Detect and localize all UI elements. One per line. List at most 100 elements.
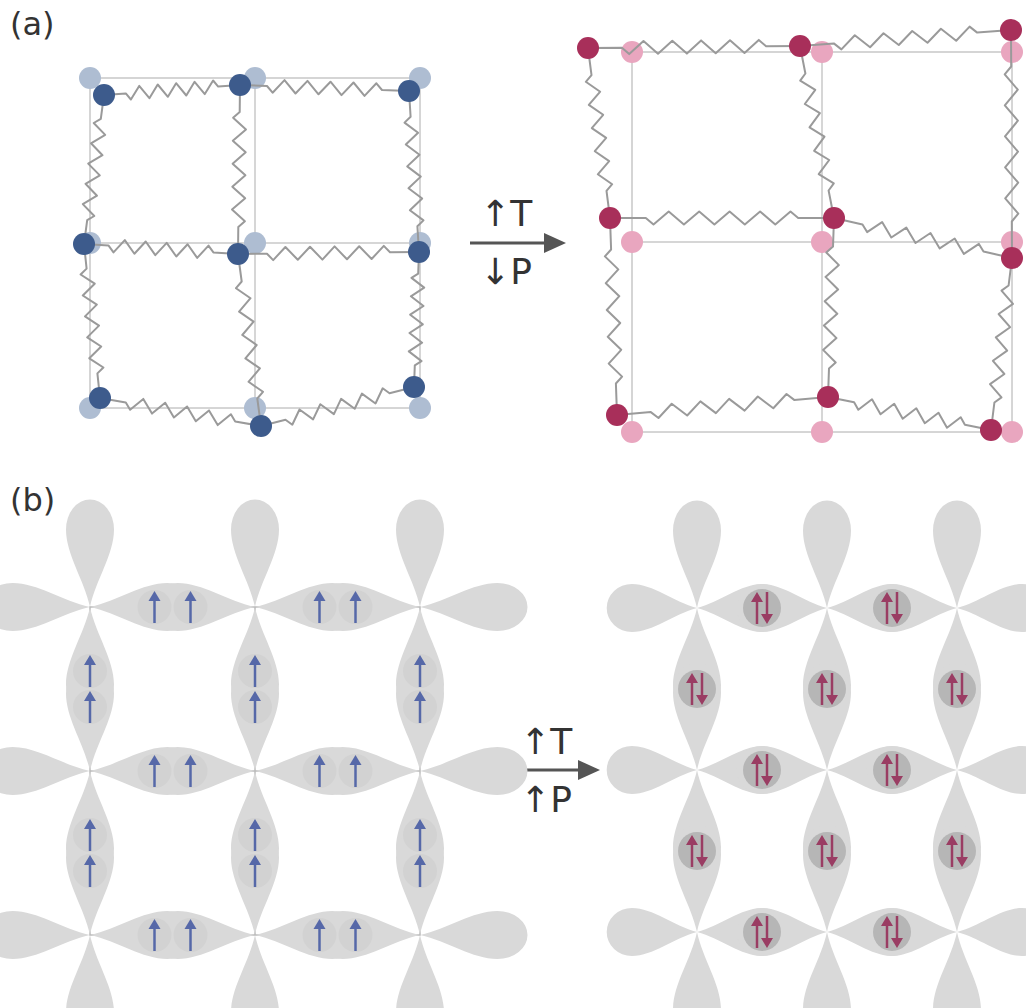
atom: [250, 415, 272, 437]
atom: [599, 207, 621, 229]
p-orbital-lobe: [238, 690, 272, 724]
p-orbital-lobe: [403, 654, 437, 688]
condition-label: ↑T: [520, 724, 572, 760]
atom: [577, 37, 599, 59]
ideal-site: [621, 421, 643, 443]
spin-arrowhead: [84, 655, 96, 665]
atom: [980, 419, 1002, 441]
spin-arrowhead: [696, 857, 708, 867]
spin-arrowhead: [816, 835, 828, 845]
d-orbital-lobe: [803, 825, 851, 933]
paired-orbital: [873, 751, 911, 789]
d-orbital-lobe: [673, 932, 721, 1008]
d-orbital-lobe: [607, 908, 697, 956]
paired-orbital: [743, 751, 781, 789]
d-orbital-lobe: [0, 583, 90, 631]
d-orbital-lobe: [396, 500, 444, 608]
paired-orbital: [743, 913, 781, 951]
spin-arrowhead: [946, 673, 958, 683]
spring: [586, 48, 612, 218]
spin-arrowhead: [816, 673, 828, 683]
ideal-site: [409, 397, 431, 419]
spring: [83, 95, 105, 244]
spin-arrowhead: [414, 819, 426, 829]
spin-arrowhead: [350, 755, 362, 765]
spring: [405, 91, 424, 252]
spin-arrowhead: [249, 691, 261, 701]
spring: [409, 252, 424, 387]
condition-label: ↑T: [480, 196, 532, 232]
p-orbital-lobe: [174, 590, 208, 624]
paired-orbital: [678, 670, 716, 708]
spin-arrowhead: [956, 695, 968, 705]
spin-arrowhead: [84, 819, 96, 829]
spin-arrowhead: [314, 591, 326, 601]
spin-arrowhead: [84, 855, 96, 865]
d-orbital-lobe: [396, 935, 444, 1008]
p-orbital-lobe: [339, 918, 373, 952]
paired-orbital: [743, 589, 781, 627]
spin-arrowhead: [350, 591, 362, 601]
paired-orbital: [808, 670, 846, 708]
spin-arrowhead: [414, 691, 426, 701]
spin-arrowhead: [414, 855, 426, 865]
spin-arrows: [84, 591, 968, 951]
spin-arrowhead: [314, 755, 326, 765]
p-orbital-lobe: [403, 818, 437, 852]
spring: [610, 212, 834, 225]
reference-grid: [90, 52, 1012, 432]
atom: [789, 35, 811, 57]
spin-arrowhead: [414, 655, 426, 665]
spin-arrowhead: [84, 691, 96, 701]
paired-orbital: [808, 832, 846, 870]
d-orbital-lobe: [607, 746, 697, 794]
spring: [588, 40, 800, 54]
d-orbital-lobe: [231, 500, 279, 608]
p-orbital-lobe: [73, 818, 107, 852]
spin-arrowhead: [149, 591, 161, 601]
p-orbital-lobe: [339, 590, 373, 624]
spring: [800, 27, 1011, 50]
panel-label: (b): [10, 484, 55, 516]
spring: [100, 398, 261, 426]
p-orbital-lobe: [238, 854, 272, 888]
spin-arrowhead: [249, 819, 261, 829]
d-orbital-lobe: [867, 746, 957, 794]
paired-orbital: [873, 913, 911, 951]
p-orbital-lobe: [238, 654, 272, 688]
d-orbital-lobe: [737, 746, 827, 794]
ideal-site: [811, 421, 833, 443]
spin-arrowhead: [946, 835, 958, 845]
spin-arrowhead: [826, 695, 838, 705]
d-orbital-lobe: [957, 908, 1026, 956]
condition-label: ↓P: [480, 254, 532, 290]
atom: [89, 387, 111, 409]
spin-arrowhead: [149, 755, 161, 765]
spin-arrowhead: [686, 673, 698, 683]
p-orbital-lobe: [138, 754, 172, 788]
d-orbital-lobe: [737, 584, 827, 632]
atom: [227, 243, 249, 265]
spin-arrowhead: [751, 592, 763, 602]
paired-orbital: [938, 670, 976, 708]
d-orbital-lobe: [0, 747, 90, 795]
atoms: [73, 19, 1023, 441]
d-orbital-lobe: [867, 908, 957, 956]
paired-orbital: [938, 832, 976, 870]
spring: [990, 258, 1013, 430]
spring: [617, 394, 828, 418]
atom: [229, 74, 251, 96]
spin-arrowhead: [249, 655, 261, 665]
d-orbital-lobe: [957, 584, 1026, 632]
d-orbital-lobe: [867, 584, 957, 632]
spin-arrowhead: [891, 776, 903, 786]
p-orbital-lobe: [339, 754, 373, 788]
spin-arrowhead: [881, 916, 893, 926]
d-orbital-lobe: [420, 747, 528, 795]
spin-arrowhead: [891, 938, 903, 948]
spring: [800, 46, 834, 218]
condition-label: ↑P: [520, 782, 572, 818]
spin-arrowhead: [956, 857, 968, 867]
spring: [828, 397, 991, 430]
